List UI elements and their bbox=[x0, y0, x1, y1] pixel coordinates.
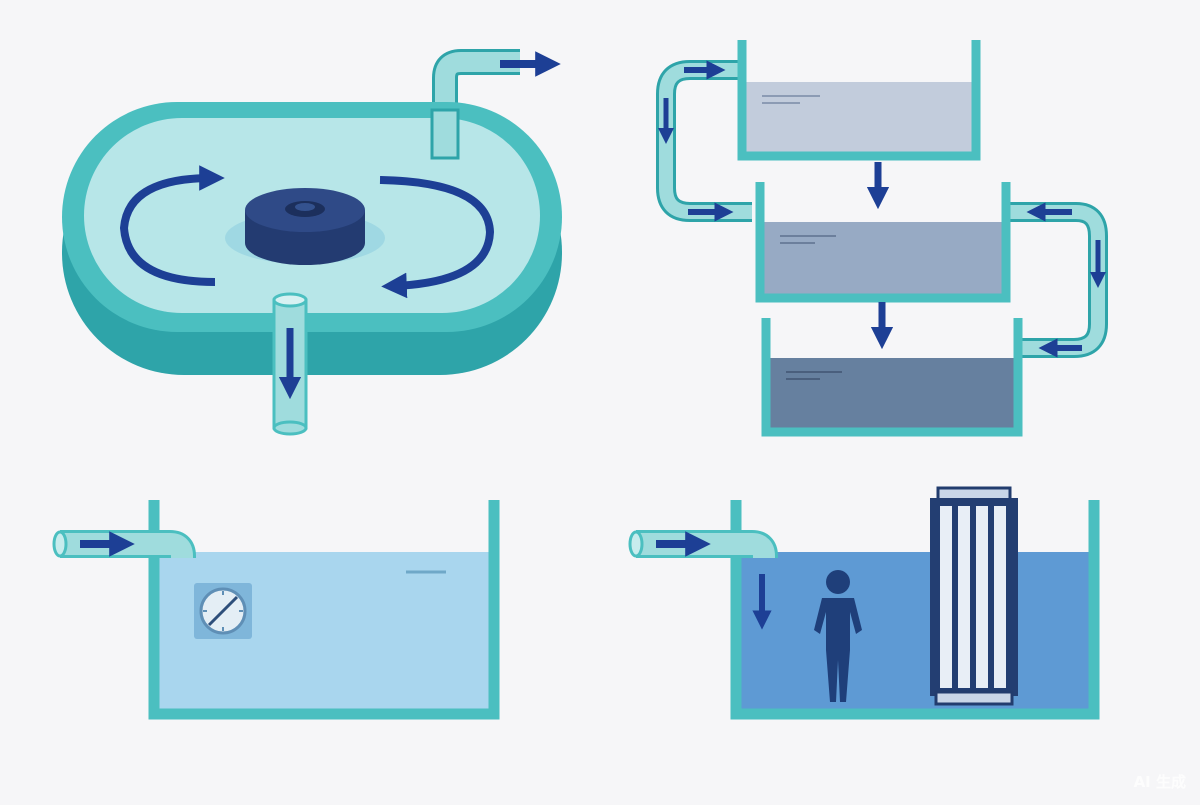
rotation-arrow-right bbox=[379, 176, 495, 299]
three-stage-cascade bbox=[656, 40, 1108, 437]
stage-1-tank bbox=[737, 40, 981, 161]
gauge-tank-walls bbox=[148, 500, 500, 720]
stage-3-tank bbox=[761, 318, 1023, 437]
circular-clarifier bbox=[62, 49, 562, 436]
filter-column-icon bbox=[930, 486, 1018, 706]
tank-with-gauge bbox=[52, 500, 500, 720]
person-tank-walls bbox=[730, 500, 1100, 720]
center-hub-icon bbox=[245, 188, 365, 265]
person-icon bbox=[814, 570, 862, 702]
drain-pipe bbox=[272, 292, 308, 436]
watermark: AI 生成 bbox=[1133, 773, 1186, 791]
stage-2-tank bbox=[755, 182, 1011, 303]
rotation-arrow-left bbox=[119, 165, 225, 286]
tank-with-person-and-filter bbox=[628, 486, 1100, 720]
gauge-icon bbox=[194, 583, 252, 639]
person-tank-water bbox=[740, 552, 1090, 712]
